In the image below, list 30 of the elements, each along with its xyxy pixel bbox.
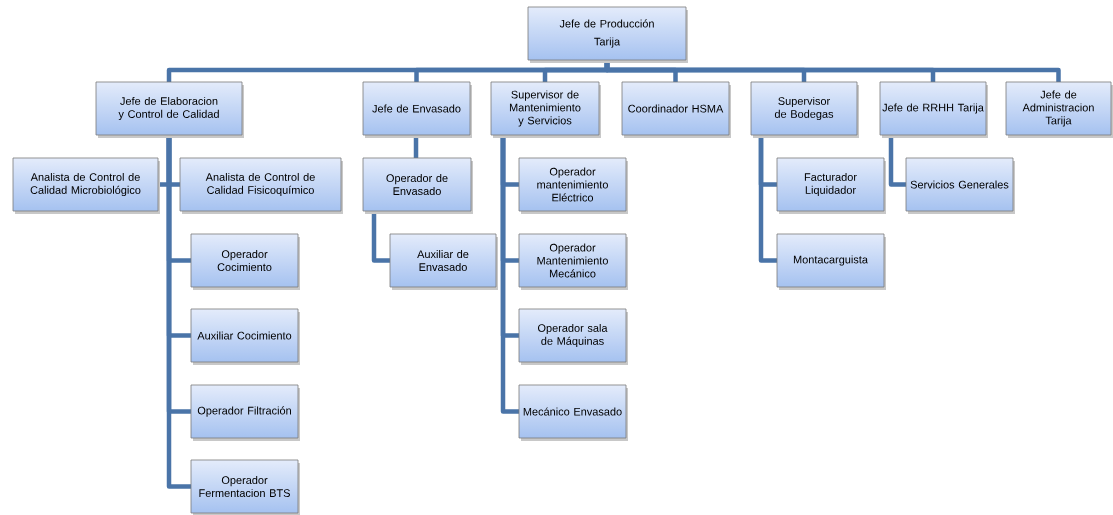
connector-line (371, 211, 390, 263)
org-box: Coordinador HSMA (621, 81, 731, 138)
org-box: Operador Cocimiento (190, 233, 300, 290)
connector-line (758, 135, 777, 263)
org-box: Servicios Generales (905, 157, 1015, 214)
org-box: Operador sala de Máquinas (518, 308, 628, 365)
org-box: Operador de Envasado (362, 157, 473, 214)
connector-line (500, 135, 519, 414)
org-box: Supervisor de Bodegas (750, 81, 859, 138)
org-box: Analista de Control de Calidad Fisicoquímico (179, 157, 343, 214)
connector-line (888, 135, 906, 187)
org-box: Auxiliar Cocimiento (190, 308, 300, 365)
connector-line (604, 60, 1061, 82)
org-box: Jefe de Envasado (362, 81, 472, 138)
org-box: Jefe de Elaboracion y Control de Calidad (95, 81, 244, 138)
org-box: Facturador Liquidador (776, 157, 886, 214)
org-box: Supervisor de Mantenimiento y Servicios (490, 81, 601, 138)
org-box: Jefe de Producción Tarija (527, 6, 688, 63)
org-box: Analista de Control de Calidad Microbiológico (12, 157, 160, 214)
org-box: Operador Filtración (190, 384, 300, 441)
org-box: Operador Fermentacion BTS (190, 459, 300, 515)
org-box: Montacarguista (776, 233, 886, 290)
org-box: Jefe de RRHH Tarija (879, 81, 988, 138)
org-box: Operador mantenimiento Eléctrico (518, 157, 628, 214)
org-box: Jefe de Administracion Tarija (1005, 81, 1113, 138)
org-box: Mecánico Envasado (518, 384, 628, 441)
connector-line (413, 135, 419, 158)
org-box: Operador Mantenimiento Mecánico (518, 233, 628, 290)
org-box: Auxiliar de Envasado (389, 233, 498, 290)
connector-line (166, 135, 191, 489)
